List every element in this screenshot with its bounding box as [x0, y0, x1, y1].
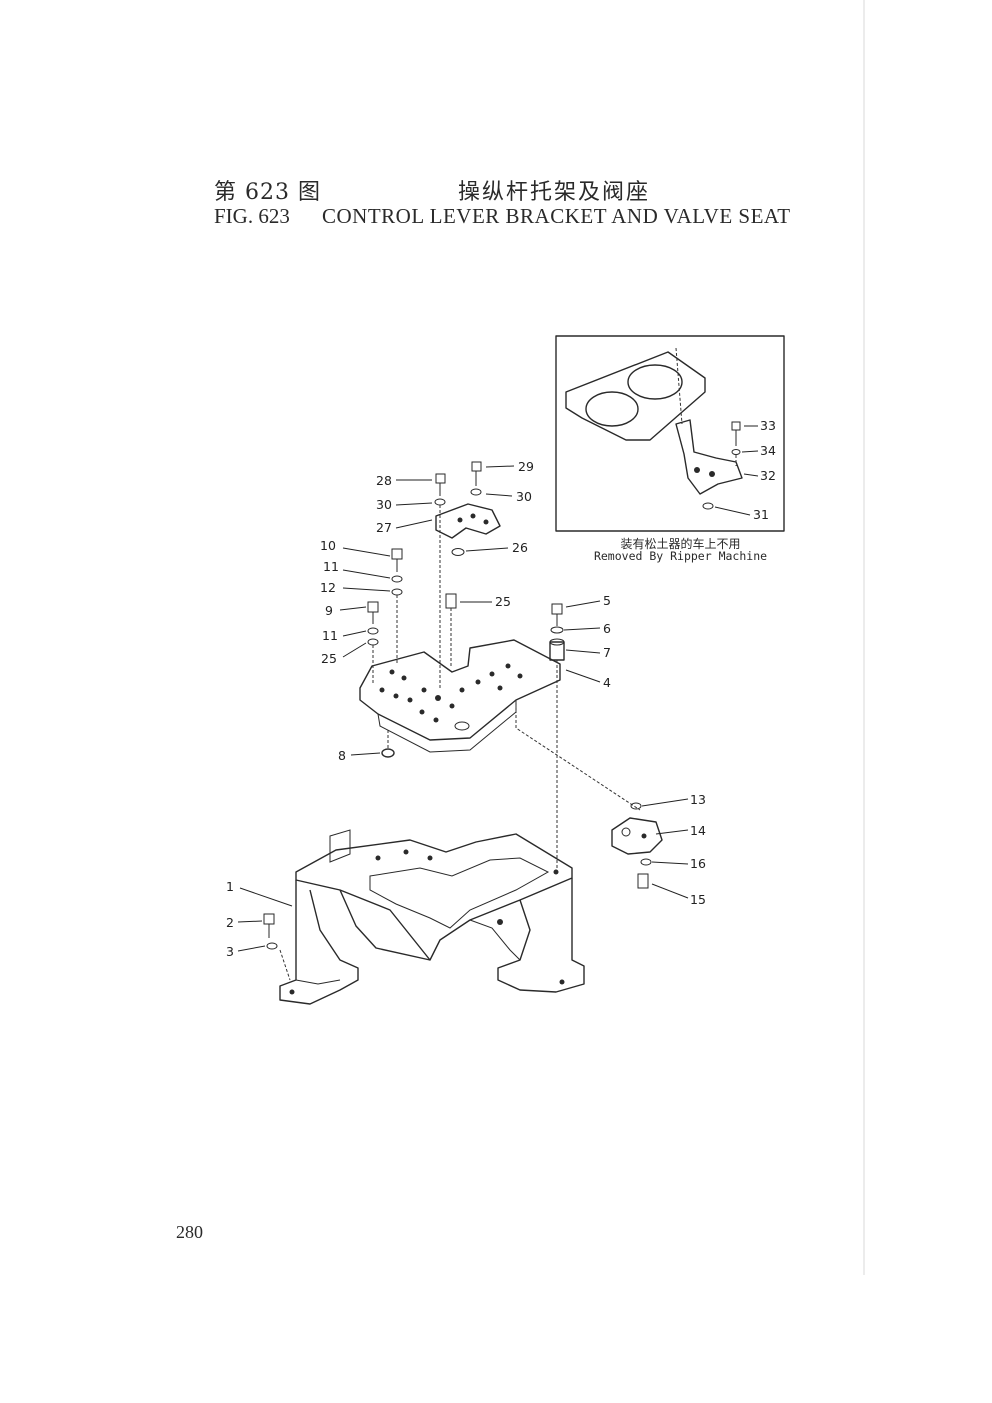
inset-bracket [675, 419, 743, 495]
callout-3: 3 [226, 944, 234, 959]
callout-6: 6 [603, 621, 611, 636]
figure-title-cn: 操纵杆托架及阀座 [458, 180, 651, 205]
callout-labels: 28 30 27 29 30 26 10 11 12 9 11 25 25 5 … [226, 459, 706, 959]
callout-16: 16 [690, 856, 706, 871]
callout-25-left: 25 [321, 651, 337, 666]
leader-lines [237, 465, 689, 952]
callout-11-lower: 11 [322, 628, 338, 643]
page-number: 280 [176, 1222, 203, 1242]
callout-29: 29 [518, 459, 534, 474]
callout-2: 2 [226, 915, 234, 930]
figure-title-en: CONTROL LEVER BRACKET AND VALVE SEAT [322, 204, 791, 228]
callout-28: 28 [376, 473, 392, 488]
figure-number-cn: 第 623 图 [214, 180, 321, 205]
callout-11-upper: 11 [323, 559, 339, 574]
inset-panel: 33 34 32 31 [555, 335, 785, 532]
inset-opening-left [585, 391, 639, 427]
inset-opening-right [627, 364, 683, 400]
inset-note-chinese: 装有松土器的车上不用 [620, 537, 741, 551]
callout-10: 10 [320, 538, 336, 553]
callout-8: 8 [338, 748, 346, 763]
callout-12: 12 [320, 580, 336, 595]
inset-callout-32: 32 [760, 468, 776, 483]
main-bracket-frame [263, 829, 585, 1005]
inset-callout-31: 31 [753, 507, 769, 522]
inset-note-english: Removed By Ripper Machine [593, 549, 768, 563]
inset-frame [555, 335, 785, 532]
small-bracket-27 [434, 461, 501, 690]
callout-30-left: 30 [376, 497, 392, 512]
callout-7: 7 [603, 645, 611, 660]
callout-27: 27 [376, 520, 392, 535]
valve-seat-plate [359, 548, 641, 868]
callout-4: 4 [603, 675, 611, 690]
figure-number-en: FIG. 623 [214, 204, 290, 228]
callout-1: 1 [226, 879, 234, 894]
callout-5: 5 [603, 593, 611, 608]
bracket-14 [611, 802, 663, 889]
callout-9: 9 [325, 603, 333, 618]
callout-30-right: 30 [516, 489, 532, 504]
page-edge [863, 0, 865, 1275]
callout-26: 26 [512, 540, 528, 555]
callout-15: 15 [690, 892, 706, 907]
inset-callout-34: 34 [760, 443, 776, 458]
callout-25-center: 25 [495, 594, 511, 609]
callout-13: 13 [690, 792, 706, 807]
inset-callout-33: 33 [760, 418, 776, 433]
inset-valve-plate [565, 351, 706, 441]
callout-14: 14 [690, 823, 706, 838]
